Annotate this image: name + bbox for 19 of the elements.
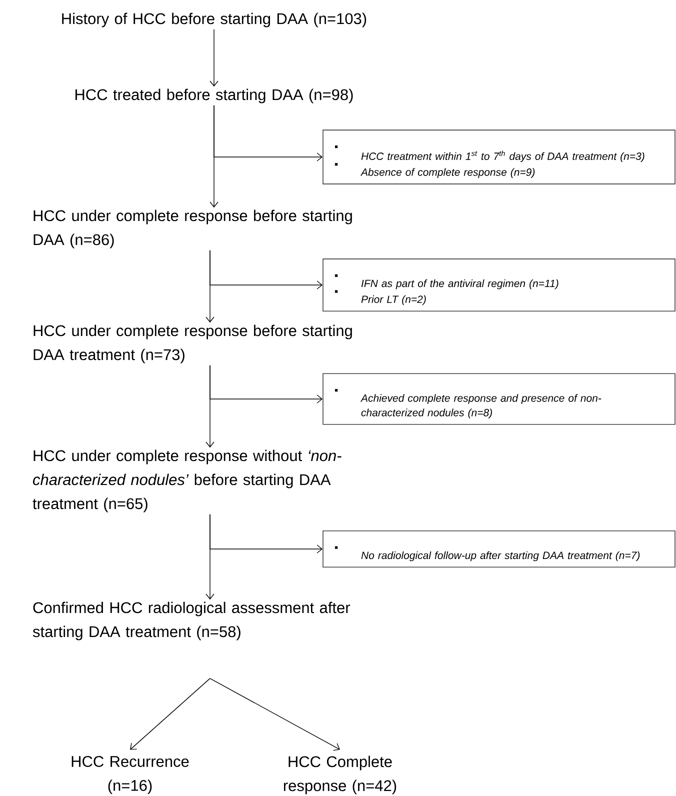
step-text: HCC Complete response (n=42) (284, 756, 396, 794)
exclusion-box: HCC treatment within 1$^{st}$ to 7$^{th}$ days of DAA treatment (n=3) Absence of complete response (n=9) (322, 130, 676, 184)
step-text: Confirmed HCC radiological assessment after starting DAA treatment (n=58) (32, 602, 350, 640)
exclusion-box: No radiological follow-up after starting DAA treatment (n=7) (322, 530, 676, 568)
exclusion-box: IFN as part of the antiviral regimen (n=11) Prior LT (n=2) (322, 258, 676, 312)
arrow (214, 105, 323, 162)
arrow (210, 678, 340, 751)
arrow (210, 365, 323, 404)
step-text: HCC Recurrence (n=16) (72, 756, 189, 794)
arrow (210, 514, 323, 554)
arrow (130, 678, 210, 750)
step-text: History of HCC before starting DAA (n=103) (62, 12, 366, 28)
step-text: HCC under complete response before starting DAA (n=86) (34, 210, 352, 248)
arrow (210, 250, 323, 290)
exclusion-box: Achieved complete response and presence of non-characterized nodules (n=8) (322, 373, 676, 425)
step-text: HCC under complete response without ‘non-characterized nodules’ before starting DAA treatment (n=65) (32, 450, 342, 512)
step-text: HCC treated before starting DAA (n=98) (76, 88, 353, 104)
arrow (210, 29, 218, 87)
step-text: HCC under complete response before starting DAA treatment (n=73) (34, 324, 352, 364)
